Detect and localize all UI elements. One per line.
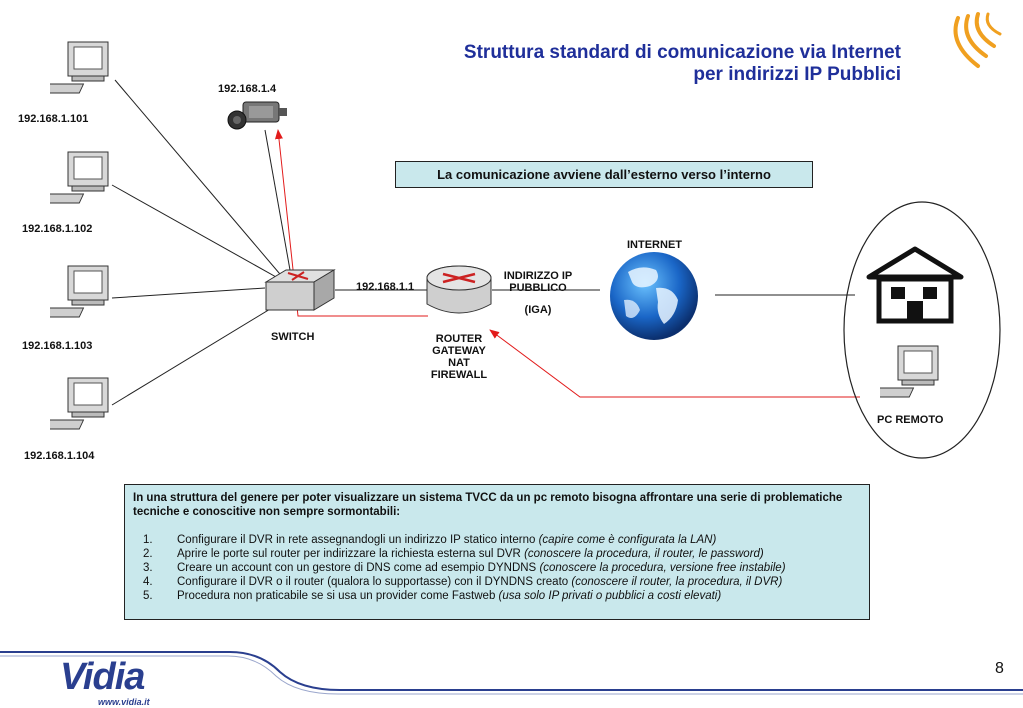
description-box: In una struttura del genere per poter vi… — [124, 484, 870, 620]
vidia-logo: Vidia — [60, 656, 145, 698]
pc-2-ip-label: 192.168.1.102 — [22, 223, 93, 235]
public-ip-line-1: INDIRIZZO IP — [503, 270, 573, 282]
link-pc2-switch — [111, 184, 286, 283]
house-icon — [866, 246, 964, 324]
camera-ip-label: 192.168.1.4 — [218, 83, 277, 95]
pc-1-icon — [50, 41, 109, 94]
title-line-2: per indirizzi IP Pubblici — [693, 64, 901, 85]
list-item-number: 3. — [143, 562, 153, 574]
description-list: 1. Configurare il DVR in rete assegnandog… — [133, 533, 861, 603]
list-item-text: Aprire le porte sul router per indirizza… — [177, 548, 525, 560]
list-item-note: (conoscere la procedura, versione free i… — [539, 562, 786, 574]
red-path-router-camera — [274, 129, 428, 317]
list-item: 4. Configurare il DVR o il router (qualor… — [133, 575, 861, 589]
link-pc1-switch — [114, 79, 286, 281]
list-item: 3. Creare un account con un gestore di DN… — [133, 561, 861, 575]
pc-4-ip-label: 192.168.1.104 — [24, 450, 95, 462]
globe-icon — [610, 252, 698, 340]
title-line-1: Struttura standard di comunicazione via … — [463, 42, 901, 63]
list-item-note: (capire come è configurata la LAN) — [538, 534, 717, 546]
public-ip-line-2: PUBBLICO — [509, 282, 567, 294]
remote-pc-icon — [880, 345, 939, 398]
list-item-text: Configurare il DVR o il router (qualora … — [177, 576, 572, 588]
router-label-line-1: ROUTER — [435, 333, 483, 345]
list-item-note: (conoscere la procedura, il router, le p… — [524, 548, 764, 560]
pc-4-icon — [50, 377, 109, 430]
pc-3-icon — [50, 265, 109, 318]
list-item-number: 5. — [143, 590, 153, 602]
list-item-number: 1. — [143, 534, 153, 546]
camera-icon — [227, 101, 287, 130]
link-camera-switch — [264, 129, 291, 271]
red-path-remote-router — [489, 329, 860, 398]
description-intro: In una struttura del genere per poter vi… — [133, 492, 843, 518]
direction-info-text: La comunicazione avviene dall’esterno ve… — [437, 167, 771, 182]
footer-url: www.vidia.it — [98, 697, 150, 707]
router-ip-label: 192.168.1.1 — [356, 281, 415, 293]
remote-pc-label: PC REMOTO — [877, 414, 944, 426]
pc-2-icon — [50, 151, 109, 204]
router-label-line-3: NAT — [448, 357, 470, 369]
list-item-text: Procedura non praticabile se si usa un p… — [177, 590, 499, 602]
list-item-text: Configurare il DVR in rete assegnandogli… — [177, 534, 539, 546]
list-item-number: 4. — [143, 576, 153, 588]
iga-label: (IGA) — [524, 304, 552, 316]
pc-3-ip-label: 192.168.1.103 — [22, 340, 93, 352]
link-pc4-switch — [111, 299, 286, 406]
remote-ellipse — [843, 201, 1001, 459]
direction-info-box: La comunicazione avviene dall’esterno ve… — [395, 161, 813, 188]
list-item: 2. Aprire le porte sul router per indiriz… — [133, 547, 861, 561]
list-item-text: Creare un account con un gestore di DNS … — [177, 562, 540, 574]
switch-icon — [264, 269, 336, 311]
list-item-note: (usa solo IP privati o pubblici a costi … — [498, 590, 722, 602]
router-label-line-2: GATEWAY — [432, 345, 486, 357]
page-title: Struttura standard di comunicazione via … — [464, 42, 901, 86]
list-item-note: (conoscere il router, la procedura, il D… — [571, 576, 783, 588]
public-ip-label: INDIRIZZO IP PUBBLICO — [496, 270, 580, 294]
list-item-number: 2. — [143, 548, 153, 560]
footer-wave — [0, 651, 1023, 691]
list-item: 1. Configurare il DVR in rete assegnandog… — [133, 533, 861, 547]
router-label: ROUTER GATEWAY NAT FIREWALL — [424, 333, 494, 381]
router-icon — [426, 265, 492, 314]
switch-label: SWITCH — [271, 331, 315, 343]
brand-waves-icon — [953, 12, 1002, 68]
internet-label: INTERNET — [627, 239, 682, 251]
link-pc3-switch — [111, 287, 266, 299]
page-number: 8 — [995, 660, 1004, 677]
pc-1-ip-label: 192.168.1.101 — [18, 113, 89, 125]
list-item: 5. Procedura non praticabile se si usa un… — [133, 589, 861, 603]
router-label-line-4: FIREWALL — [430, 369, 488, 381]
